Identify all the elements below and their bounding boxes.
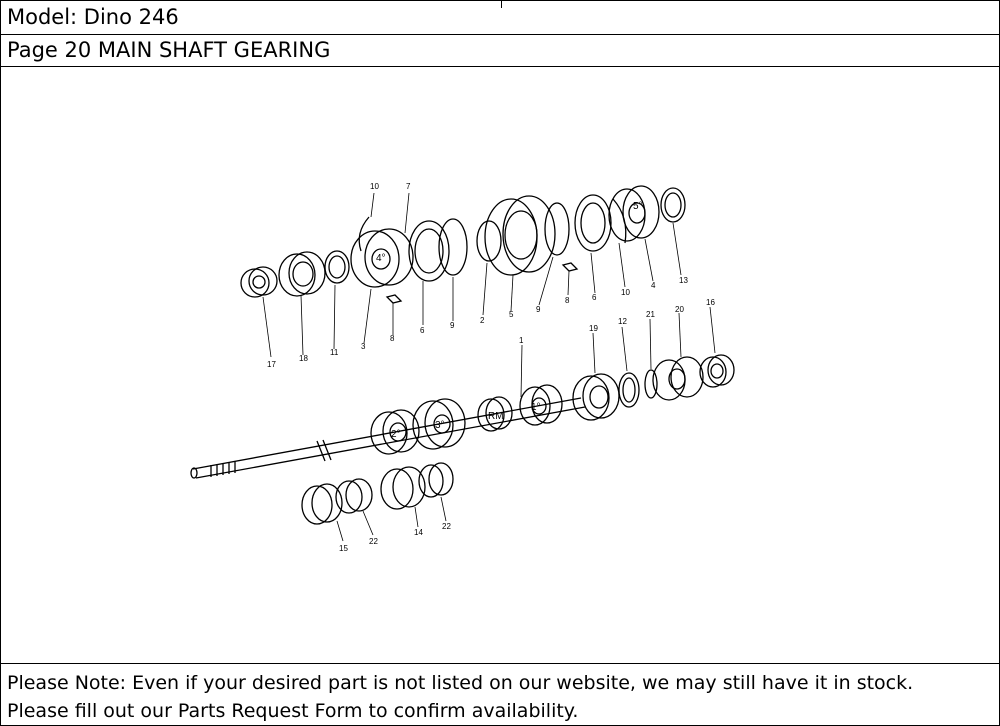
callout: 1: [519, 336, 524, 345]
callout: 2: [480, 316, 485, 325]
callout: 17: [267, 360, 276, 369]
callout: 6: [420, 326, 425, 335]
ring-21: [644, 369, 658, 399]
bearing-20: [652, 356, 704, 401]
callout: 4: [651, 281, 656, 290]
callout: 19: [589, 324, 598, 333]
divider-tick: [501, 1, 502, 8]
ring-11: [324, 250, 350, 284]
page-header: Page 20 MAIN SHAFT GEARING: [1, 35, 999, 67]
callout: 4°: [376, 253, 386, 264]
shaft-gear-rm: [477, 396, 513, 432]
exploded-diagram: 10 7 5° 13 4° 2 5 9 8 6 10 4 17 18 11 3 …: [1, 67, 999, 663]
callout: 2°: [391, 429, 401, 440]
shaft-gear-3: [412, 398, 466, 450]
sleeve-5: [484, 195, 556, 276]
callout: 7: [406, 182, 411, 191]
callout: 9: [536, 305, 541, 314]
callout: 5: [509, 310, 514, 319]
needle-bearing-15: [301, 483, 343, 525]
synchro-ring-9-b: [544, 202, 570, 256]
callout: RM: [488, 411, 504, 422]
note-line-1: Please Note: Even if your desired part i…: [7, 672, 914, 694]
hub-2: [476, 220, 502, 262]
gear-4: [350, 228, 414, 288]
page-title: Page 20 MAIN SHAFT GEARING: [7, 38, 331, 62]
ring-17: [240, 266, 278, 298]
synchro-ring-6-b: [574, 194, 612, 252]
nut-16: [699, 354, 735, 388]
callout: 20: [675, 305, 684, 314]
callout: 10: [621, 288, 630, 297]
shaft-gear-1: [519, 384, 563, 426]
callout: 15: [339, 544, 348, 553]
callout: 21: [646, 310, 655, 319]
key-8-b: [561, 262, 579, 272]
callout: 3: [361, 342, 366, 351]
shaft-gear-2: [370, 409, 420, 455]
synchro-ring-9: [438, 218, 468, 276]
callout: 6: [592, 293, 597, 302]
callout: 1°: [531, 402, 541, 413]
callout: 14: [414, 528, 423, 537]
ring-13: [660, 187, 686, 223]
note-line-2: Please fill out our Parts Request Form t…: [7, 700, 579, 722]
clip-10-a: [358, 216, 370, 252]
gear-5: [608, 185, 660, 242]
main-shaft-diagram: 10 7 5° 13 4° 2 5 9 8 6 10 4 17 18 11 3 …: [190, 182, 735, 553]
callout: 13: [679, 276, 688, 285]
key-8-a: [385, 294, 403, 304]
ring-22-a: [335, 478, 373, 514]
callout: 10: [370, 182, 379, 191]
callout: 22: [442, 522, 451, 531]
bearing-18: [278, 251, 326, 297]
callout: 12: [618, 317, 627, 326]
callout: 3°: [435, 420, 445, 431]
main-shaft: [190, 397, 586, 479]
synchro-ring-6: [408, 220, 450, 282]
clip-10-b: [612, 198, 627, 244]
callout: 18: [299, 354, 308, 363]
callout: 22: [369, 537, 378, 546]
callout: 8: [390, 334, 395, 343]
bearing-19: [572, 373, 620, 421]
callout: 16: [706, 298, 715, 307]
ring-12: [618, 372, 640, 408]
callout: 5°: [633, 201, 643, 212]
model-title: Model: Dino 246: [7, 5, 179, 29]
callout: 9: [450, 321, 455, 330]
callout: 11: [330, 348, 339, 357]
callout: 8: [565, 296, 570, 305]
callout-labels: 10 7 5° 13 4° 2 5 9 8 6 10 4 17 18 11 3 …: [267, 182, 715, 553]
stock-note: Please Note: Even if your desired part i…: [1, 663, 999, 726]
ring-22-b: [418, 462, 454, 498]
model-header: Model: Dino 246: [1, 1, 999, 35]
needle-bearing-14: [380, 466, 426, 510]
